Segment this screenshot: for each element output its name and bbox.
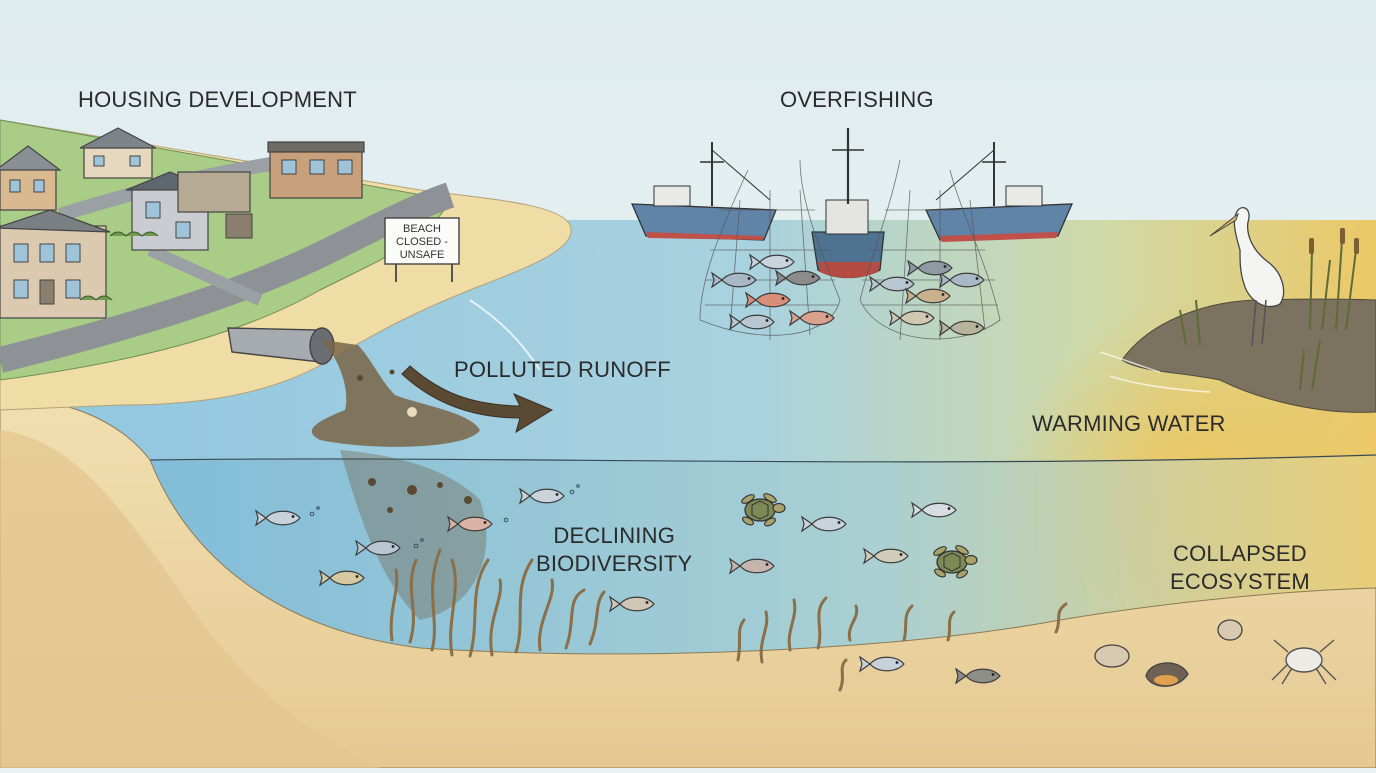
sediment-plume-underwater [340,450,487,620]
sediment-discharge [311,340,480,447]
heron [1209,207,1285,347]
fishing-boat-left [630,142,777,241]
crab [1271,639,1337,685]
main-road [0,182,455,373]
sign-line-1: BEACH [403,223,441,235]
seafloor-sand [0,398,1376,769]
sign-line-3: UNSAFE [400,249,445,261]
apartment-building [0,209,111,319]
cross-road [147,244,263,306]
wave-line [469,299,541,371]
label-collapsed-ecosystem: COLLAPSED ECOSYSTEM [1170,540,1310,596]
marsh-reeds [1179,239,1357,391]
label-warming-water: WARMING WATER [1032,411,1226,436]
dead-seaweed [389,548,1068,692]
label-polluted-runoff: POLLUTED RUNOFF [454,357,671,382]
sign-line-2: CLOSED - [396,236,448,248]
label-collapsed-line1: COLLAPSED [1173,541,1307,566]
house-4 [267,141,365,199]
hedge [79,295,113,301]
fishing-boat-center [811,128,885,279]
beach-closed-sign: BEACH CLOSED - UNSAFE [384,217,460,282]
label-declining-line2: BIODIVERSITY [536,551,693,576]
house-3 [125,171,253,251]
fishing-nets [699,159,1001,341]
label-declining-line1: DECLINING [553,523,676,548]
runoff-pipe [227,327,335,365]
label-overfishing: OVERFISHING [780,87,934,112]
cattails [1309,228,1359,254]
sand-foreground [0,430,380,768]
label-declining-biodiversity: DECLINING BIODIVERSITY [536,522,692,578]
surface-line [149,454,1376,463]
sediment-particles [357,369,472,513]
house-2 [79,127,157,179]
label-housing-development: HOUSING DEVELOPMENT [78,87,357,112]
shells [1094,619,1243,687]
hedge [109,231,159,237]
ripples [1099,351,1211,393]
runoff-arrow [401,365,554,434]
fishing-boat-right [924,142,1074,242]
bubbles [309,484,580,549]
house-1 [0,145,62,211]
label-collapsed-line2: ECOSYSTEM [1170,569,1310,594]
